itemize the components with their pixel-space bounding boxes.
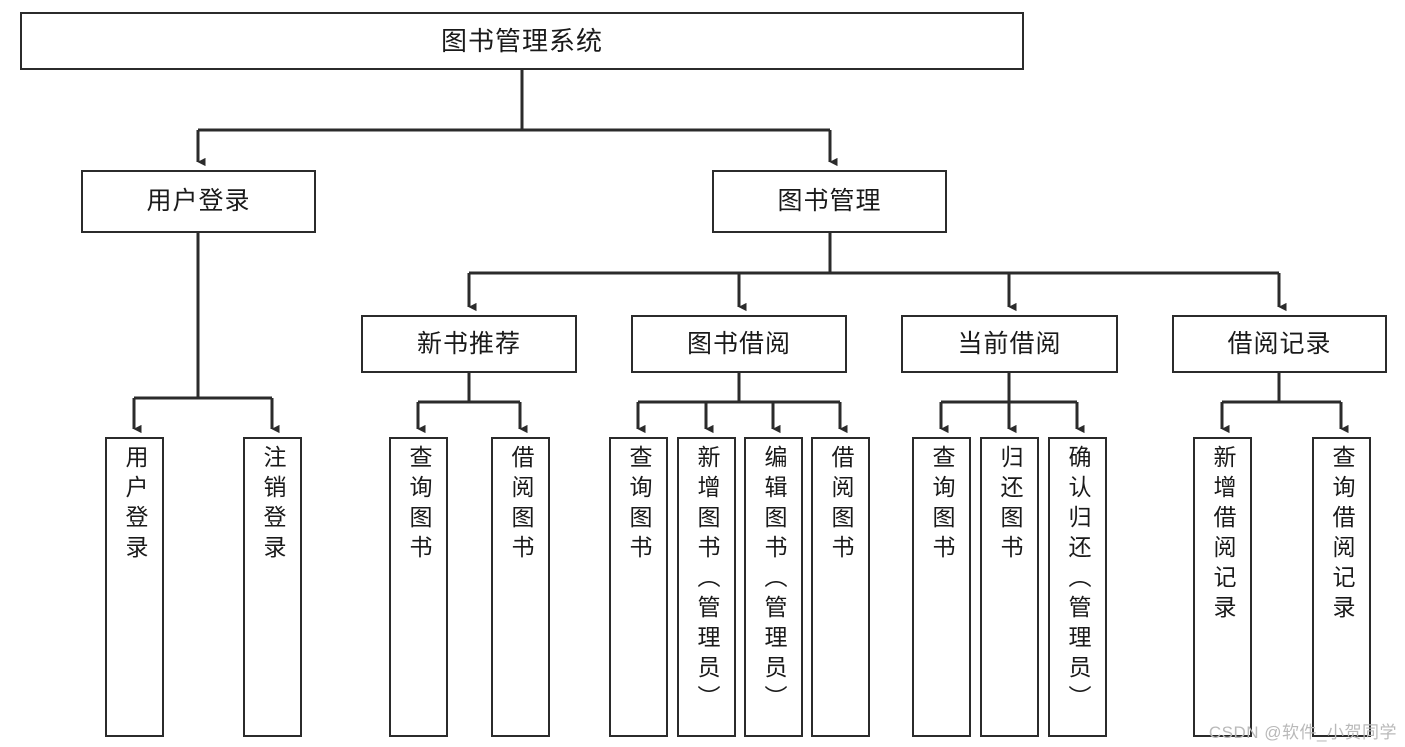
leaf-book-borrow-borrow-book[interactable]: 借阅图书 (811, 437, 870, 737)
watermark-text: CSDN @软件_小贺同学 (1208, 723, 1397, 742)
leaf-user-login-login[interactable]: 用户登录 (105, 437, 164, 737)
leaf-current-borrow-confirm-return-admin[interactable]: 确认归还（管理员） (1048, 437, 1107, 737)
leaf-new-book-rec-query-book[interactable]: 查询图书 (389, 437, 448, 737)
leaf-label: 用户登录 (122, 445, 148, 565)
leaf-user-login-logout[interactable]: 注销登录 (243, 437, 302, 737)
leaf-current-borrow-return-book[interactable]: 归还图书 (980, 437, 1039, 737)
leaf-label: 借阅图书 (828, 445, 854, 565)
leaf-new-book-rec-borrow-book[interactable]: 借阅图书 (491, 437, 550, 737)
leaf-borrow-record-add-record[interactable]: 新增借阅记录 (1193, 437, 1252, 737)
leaf-label: 查询图书 (406, 445, 432, 565)
node-user-login[interactable]: 用户登录 (81, 170, 316, 233)
leaf-label: 归还图书 (997, 445, 1023, 565)
leaf-borrow-record-query-record[interactable]: 查询借阅记录 (1312, 437, 1371, 737)
node-root-system[interactable]: 图书管理系统 (20, 12, 1024, 70)
leaf-label: 查询图书 (626, 445, 652, 565)
leaf-label: 新增图书（管理员） (694, 445, 720, 715)
leaf-label: 注销登录 (260, 445, 286, 565)
node-book-borrowing[interactable]: 图书借阅 (631, 315, 847, 373)
leaf-book-borrow-query-book[interactable]: 查询图书 (609, 437, 668, 737)
leaf-label: 查询图书 (929, 445, 955, 565)
leaf-label: 借阅图书 (508, 445, 534, 565)
leaf-label: 确认归还（管理员） (1065, 445, 1091, 715)
leaf-label: 查询借阅记录 (1329, 445, 1355, 625)
leaf-book-borrow-edit-book-admin[interactable]: 编辑图书（管理员） (744, 437, 803, 737)
leaf-book-borrow-add-book-admin[interactable]: 新增图书（管理员） (677, 437, 736, 737)
node-book-management[interactable]: 图书管理 (712, 170, 947, 233)
leaf-current-borrow-query-book[interactable]: 查询图书 (912, 437, 971, 737)
leaf-label: 编辑图书（管理员） (761, 445, 787, 715)
leaf-label: 新增借阅记录 (1210, 445, 1236, 625)
node-borrowing-record[interactable]: 借阅记录 (1172, 315, 1387, 373)
node-new-book-recommendation[interactable]: 新书推荐 (361, 315, 577, 373)
node-current-borrowing[interactable]: 当前借阅 (901, 315, 1118, 373)
